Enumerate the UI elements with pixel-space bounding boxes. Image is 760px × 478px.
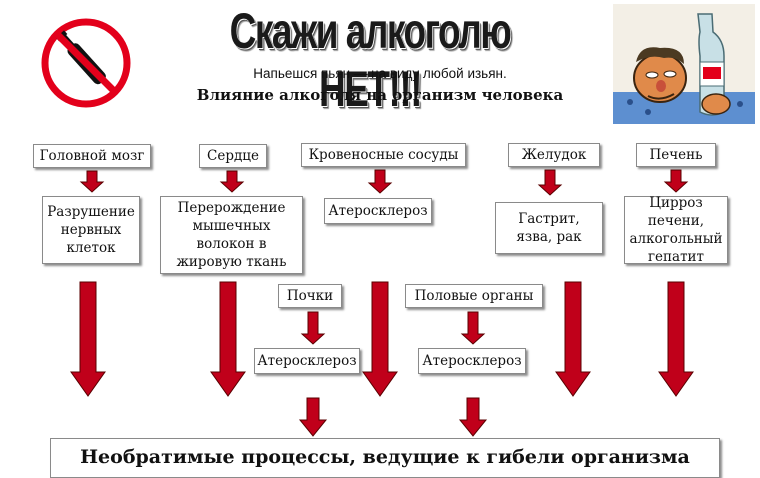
page-title: Скажи алкоголю НЕТ!!!	[229, 3, 512, 117]
arrow-vessels-long	[362, 281, 398, 397]
effect-box-kidneys: Атеросклероз	[254, 348, 360, 374]
diagram-heading: Влияние алкоголя на организм человека	[196, 86, 564, 104]
arrow-vessels-small	[367, 169, 393, 194]
arrow-reproductive-small	[460, 311, 486, 345]
effect-box-stomach: Гастрит, язва, рак	[495, 202, 603, 254]
arrow-heart-small	[219, 170, 245, 193]
drunk-man-illustration	[613, 4, 755, 124]
organ-box-kidneys: Почки	[278, 284, 342, 308]
effect-box-heart: Перерождение мышечных волокон в жировую …	[160, 196, 303, 274]
organ-box-liver: Печень	[636, 143, 716, 167]
effect-box-brain: Разрушение нервных клеток	[42, 196, 140, 264]
effect-box-vessels: Атеросклероз	[324, 198, 432, 224]
arrow-brain-small	[79, 170, 105, 193]
conclusion-box: Необратимые процессы, ведущие к гибели о…	[50, 438, 720, 478]
arrow-kidneys-long	[298, 397, 328, 437]
arrow-liver-long	[658, 281, 694, 397]
organ-box-heart: Сердце	[199, 144, 267, 168]
no-alcohol-sign-icon	[41, 18, 131, 108]
organ-box-vessels: Кровеносные сосуды	[301, 143, 466, 167]
page-subtitle: Напьешся пьян — на виду любой изьян.	[253, 66, 507, 81]
effect-box-liver: Цирроз печени, алкогольный гепатит	[624, 195, 728, 265]
arrow-heart-long	[210, 281, 246, 397]
arrow-stomach-long	[555, 281, 591, 397]
effect-box-reproductive: Атеросклероз	[418, 348, 526, 374]
organ-box-reproductive: Половые органы	[405, 284, 543, 308]
arrow-reproductive-long	[458, 397, 488, 437]
arrow-kidneys-small	[300, 311, 326, 345]
arrow-brain-long	[70, 281, 106, 397]
organ-box-brain: Головной мозг	[33, 144, 151, 168]
arrow-stomach-small	[537, 169, 563, 196]
arrow-liver-small	[663, 169, 689, 193]
organ-box-stomach: Желудок	[508, 143, 600, 167]
